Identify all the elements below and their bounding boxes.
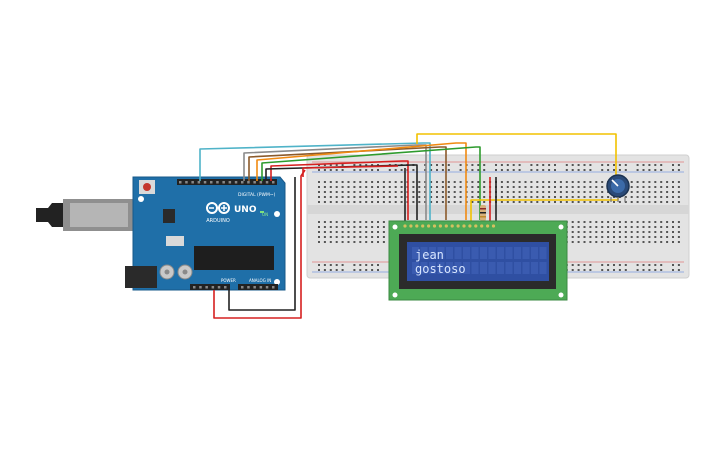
arduino-uno-board[interactable]: ARDUINO UNO DIGITAL (PWM~) POWER ANALOG … (36, 176, 286, 291)
lcd-pin-header (403, 224, 496, 228)
wire-black-top[interactable] (265, 164, 418, 220)
wire-green[interactable] (261, 146, 481, 220)
power-jack (125, 266, 157, 288)
wire-red-5v[interactable] (213, 169, 306, 319)
lcd-line-2: gostoso (415, 262, 466, 276)
reset-button[interactable] (143, 183, 151, 191)
wire-orange[interactable] (256, 142, 467, 220)
arduino-brand-label: ARDUINO (206, 218, 230, 224)
lcd-16x2-module[interactable]: jean gostoso (388, 220, 568, 301)
arduino-logo (206, 202, 230, 214)
wire-black-gnd[interactable] (228, 177, 296, 311)
usb-cable-plug (36, 203, 63, 227)
analog-header (238, 284, 278, 290)
wire-gray[interactable] (243, 144, 427, 220)
power-header (190, 284, 230, 290)
wires[interactable] (199, 133, 619, 319)
digital-header-label: DIGITAL (PWM~) (238, 192, 276, 198)
lcd-line-1: jean (415, 248, 444, 262)
microcontroller-chip (194, 246, 274, 270)
wire-brown[interactable] (248, 146, 447, 220)
digital-header (177, 179, 277, 185)
wire-red-top[interactable] (270, 160, 409, 220)
arduino-model-label: UNO (234, 205, 257, 215)
wire-yellow-pot[interactable] (416, 133, 617, 177)
wire-teal[interactable] (199, 142, 431, 220)
on-led (260, 211, 264, 213)
potentiometer[interactable] (606, 174, 630, 202)
potentiometer-knob-indicator (611, 179, 619, 187)
on-led-label: ON (262, 212, 268, 217)
power-header-label: POWER (221, 278, 236, 283)
analog-header-label: ANALOG IN (249, 278, 271, 283)
resistor[interactable] (480, 205, 486, 221)
